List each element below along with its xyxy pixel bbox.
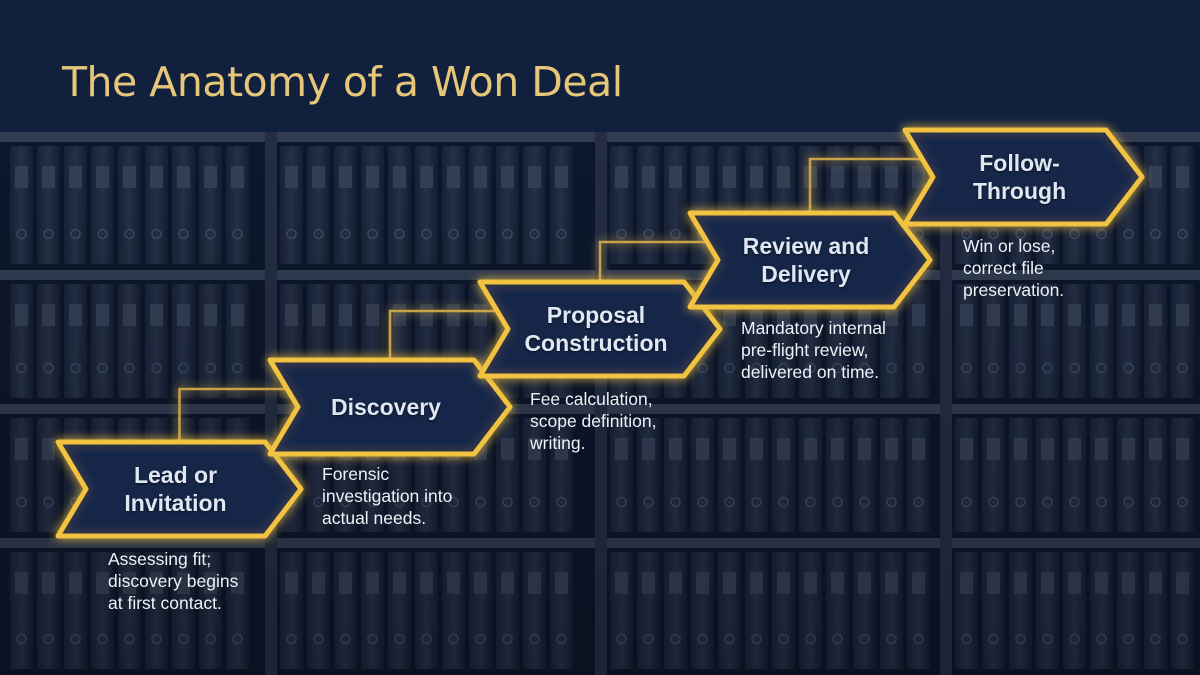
step-label: Follow-Through <box>933 149 1106 205</box>
step-description-line: Assessing fit; <box>108 549 212 569</box>
step-description-line: Win or lose, <box>963 236 1056 256</box>
step-label-line: Proposal <box>546 302 646 328</box>
step-label-line: Discovery <box>331 394 441 420</box>
step-chevron-4 <box>687 210 933 310</box>
step-description-line: delivered on time. <box>741 362 880 382</box>
step-description-line: actual needs. <box>322 508 427 528</box>
step-label-line: Through <box>972 178 1067 204</box>
step-connector <box>598 240 710 282</box>
step-label-line: Follow- <box>979 150 1060 176</box>
step-description-line: Forensic <box>322 464 390 484</box>
step-description-line: scope definition, <box>530 411 657 431</box>
step-label-line: Construction <box>524 330 668 356</box>
step-description-line: Mandatory internal <box>741 318 886 338</box>
step-label: Discovery <box>298 393 474 421</box>
step-description-line: correct file <box>963 258 1044 278</box>
step-chevron-3 <box>477 279 723 379</box>
step-chevron-1 <box>55 439 304 539</box>
step-chevron-5 <box>902 127 1145 227</box>
step-description: Fee calculation,scope definition,writing… <box>530 388 656 454</box>
step-description-line: discovery begins <box>108 571 239 591</box>
step-label-line: Review and <box>742 233 870 259</box>
step-description-line: investigation into <box>322 486 453 506</box>
step-label-line: Invitation <box>124 490 227 516</box>
step-description-line: pre-flight review, <box>741 340 869 360</box>
step-chevron-2 <box>267 357 513 457</box>
step-connector <box>178 387 290 442</box>
step-connector <box>388 309 500 360</box>
step-description-line: writing. <box>530 433 586 453</box>
slide-title: The Anatomy of a Won Deal <box>62 58 623 106</box>
step-description-line: preservation. <box>963 280 1065 300</box>
step-label-line: Lead or <box>133 462 218 488</box>
step-description-line: Fee calculation, <box>530 389 653 409</box>
step-connector <box>808 157 925 213</box>
step-label-line: Delivery <box>761 261 851 287</box>
step-description-line: at first contact. <box>108 593 222 613</box>
